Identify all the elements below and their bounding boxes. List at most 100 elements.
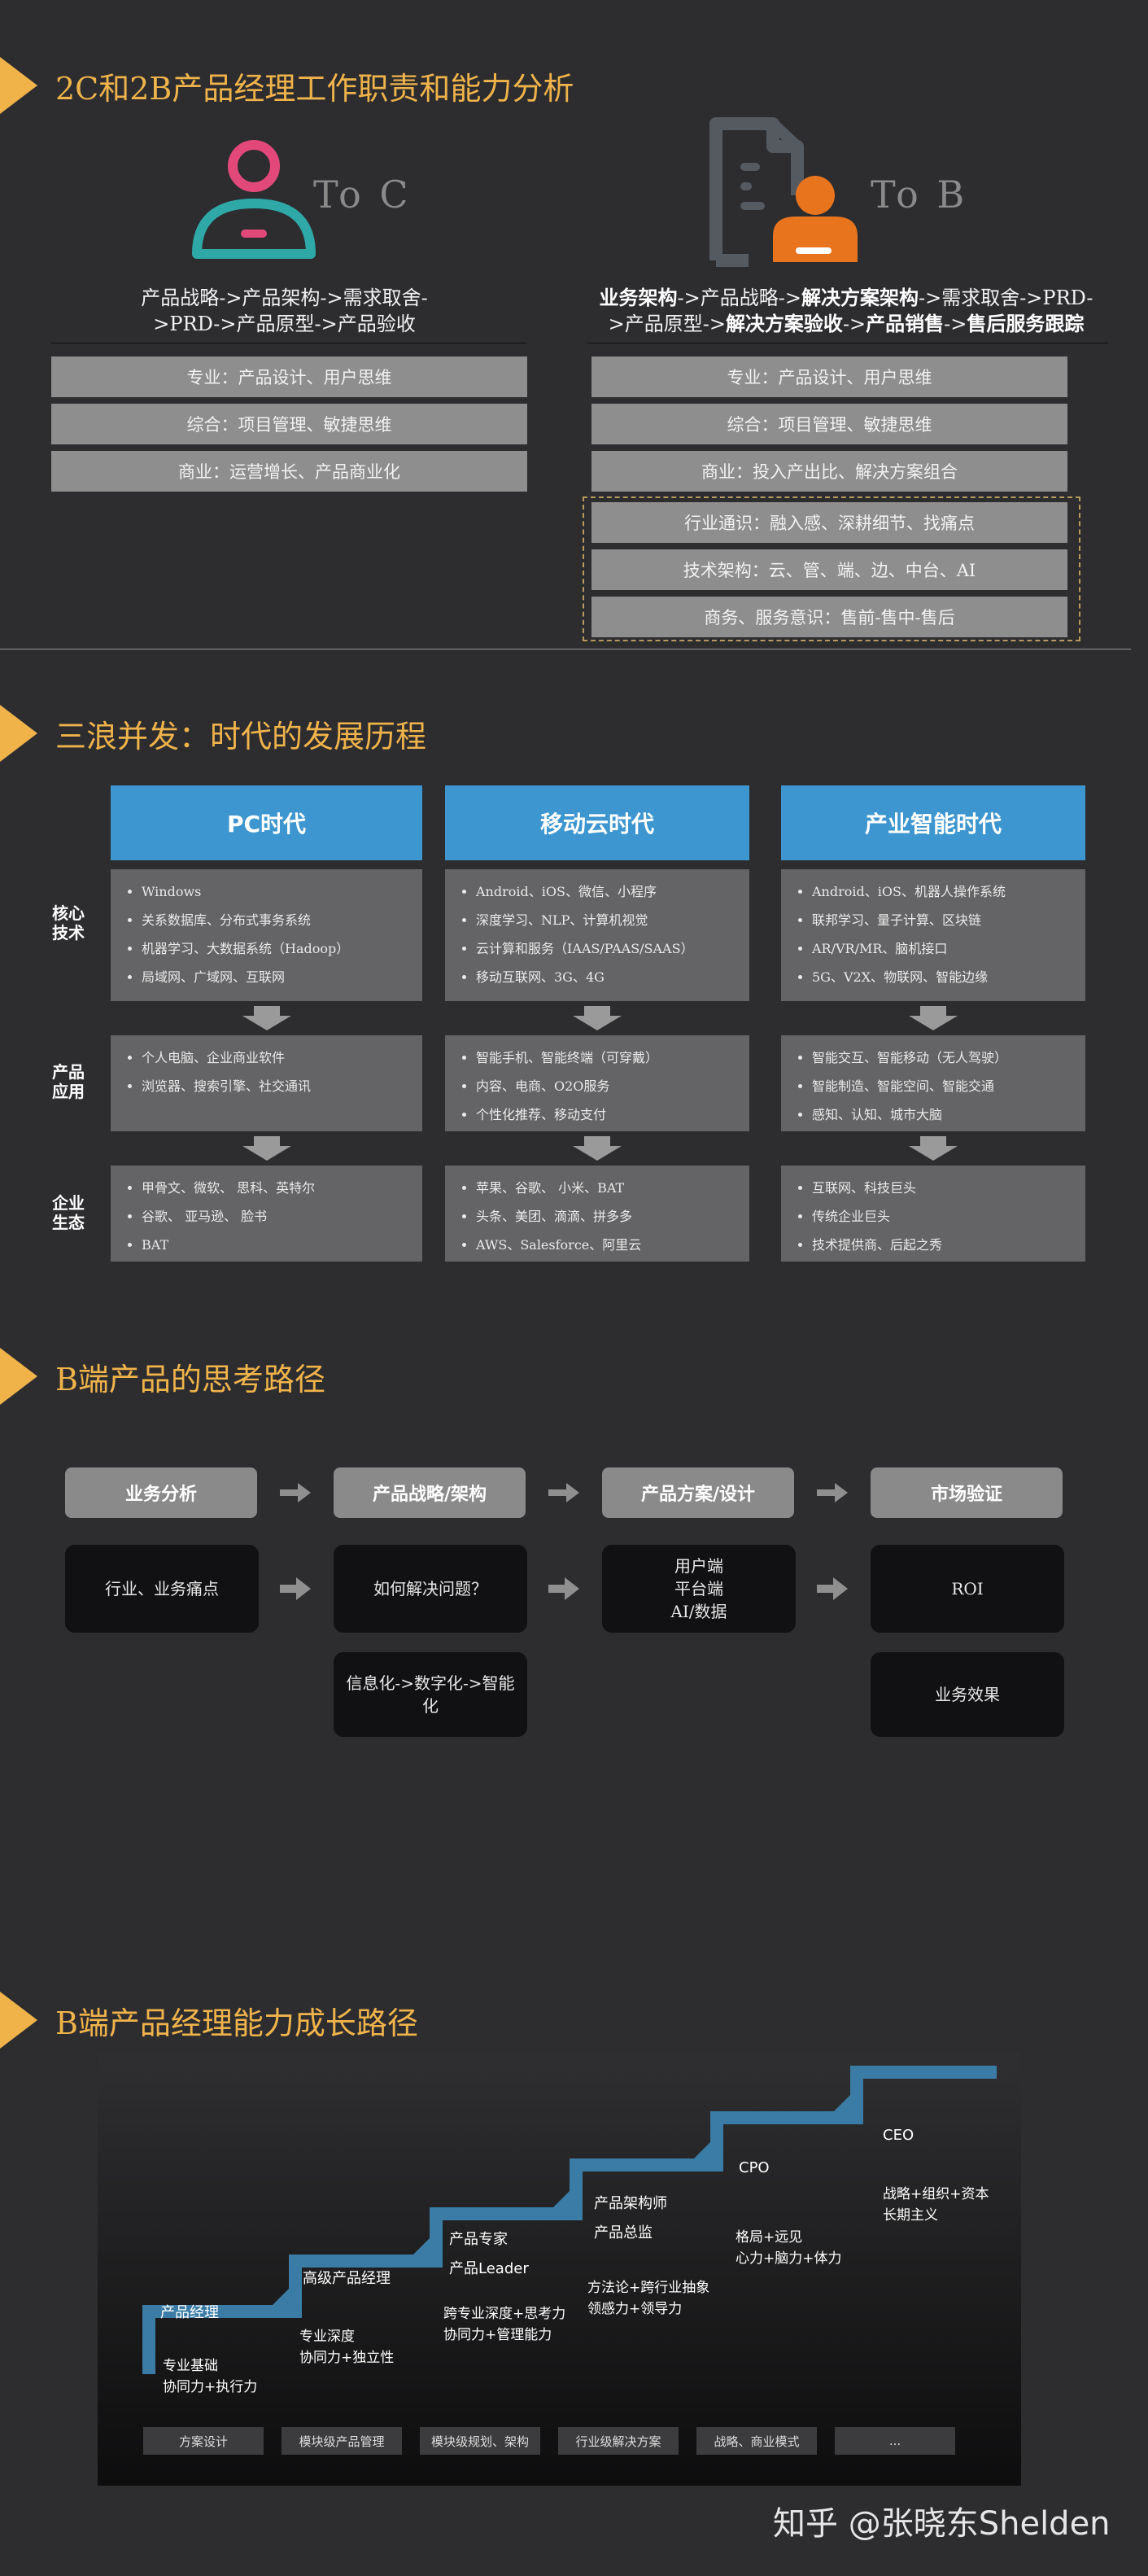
list-item: 个性化推荐、移动支付 [476, 1100, 741, 1129]
step-role-label: 产品专家 产品Leader [449, 2231, 529, 2277]
flow-node: ROI [871, 1545, 1064, 1633]
step-role-label: 产品经理 [160, 2304, 219, 2321]
arrow-right-icon [817, 1483, 848, 1502]
toc-flow: 产品战略->产品架构->需求取舍- >PRD->产品原型->产品验收 [50, 285, 518, 337]
flow-node: 信息化->数字化->智能化 [334, 1652, 527, 1737]
tob-skill-bar: 商业：投入产出比、解决方案组合 [591, 451, 1067, 492]
list-item: 技术提供商、后起之秀 [812, 1231, 1077, 1259]
flow-node: 用户端 平台端 AI/数据 [602, 1545, 796, 1633]
list-item: 谷歌、 亚马逊、 脸书 [142, 1202, 414, 1231]
era-header: 移动云时代 [445, 785, 749, 860]
list-item: 5G、V2X、物联网、智能边缘 [812, 963, 1077, 991]
era-header: PC时代 [111, 785, 422, 860]
growth-path-panel [98, 2053, 1021, 2486]
tob-flow-step: ->需求取舍->PRD- [918, 286, 1093, 309]
era-apps-box: 智能交互、智能移动（无人驾驶）智能制造、智能空间、智能交通感知、认知、城市大脑 [781, 1035, 1085, 1131]
arrow-right-icon [548, 1483, 579, 1502]
list-item: 个人电脑、企业商业软件 [142, 1043, 414, 1072]
toc-skill-bar: 商业：运营增长、产品商业化 [51, 451, 527, 492]
section1-title: 2C和2B产品经理工作职责和能力分析 [55, 70, 574, 107]
list-item: 关系数据库、分布式事务系统 [142, 906, 414, 934]
list-item: 苹果、谷歌、 小米、BAT [476, 1174, 741, 1202]
stage-label: 方案设计 [143, 2427, 264, 2455]
section1-header: 2C和2B产品经理工作职责和能力分析 [0, 57, 574, 114]
step-description: 格局+远见 心力+脑力+体力 [736, 2229, 842, 2267]
arrow-down-icon [573, 1136, 622, 1161]
section3-title: B端产品的思考路径 [55, 1361, 325, 1397]
list-item: 甲骨文、微软、 思科、英特尔 [142, 1174, 414, 1202]
flow-head-market: 市场验证 [871, 1467, 1063, 1518]
flow-head-strategy: 产品战略/架构 [334, 1467, 526, 1518]
era-tech-box: Android、iOS、机器人操作系统联邦学习、量子计算、区块链AR/VR/MR… [781, 869, 1085, 1001]
era-apps-box: 智能手机、智能终端（可穿戴）内容、电商、O2O服务个性化推荐、移动支付 [445, 1035, 749, 1131]
era-tech-box: Windows关系数据库、分布式事务系统机器学习、大数据系统（Hadoop）局域… [111, 869, 422, 1001]
stage-label: 战略、商业模式 [696, 2427, 817, 2455]
flow-node: 行业、业务痛点 [65, 1545, 259, 1633]
tob-flow-key-step: 产品销售 [866, 312, 945, 335]
arrow-right-icon [548, 1577, 579, 1600]
section4-header: B端产品经理能力成长路径 [0, 1992, 418, 2049]
list-item: 智能手机、智能终端（可穿戴） [476, 1043, 741, 1072]
arrow-right-icon [280, 1483, 311, 1502]
section2-title: 三浪并发：时代的发展历程 [55, 718, 427, 754]
tob-label: To B [871, 173, 968, 216]
step-role-label: 产品架构师 产品总监 [594, 2195, 667, 2241]
list-item: Windows [142, 877, 414, 906]
arrow-down-icon [242, 1006, 291, 1030]
row-label-apps: 产品应用 [52, 1062, 85, 1101]
stage-label: 模块级产品管理 [282, 2427, 402, 2455]
era-eco-box: 甲骨文、微软、 思科、英特尔谷歌、 亚马逊、 脸书BAT [111, 1166, 422, 1262]
tob-extra-skill-bar: 商务、服务意识：售前-售中-售后 [591, 597, 1067, 637]
arrow-down-icon [573, 1006, 622, 1030]
list-item: BAT [142, 1231, 414, 1259]
list-item: 内容、电商、O2O服务 [476, 1072, 741, 1100]
tob-skill-bar: 综合：项目管理、敏捷思维 [591, 404, 1067, 444]
business-document-icon [709, 117, 858, 267]
tob-extra-skills-frame [583, 496, 1080, 641]
arrow-right-icon [280, 1577, 311, 1600]
user-icon [192, 140, 316, 259]
step-description: 专业深度 协同力+独立性 [299, 2329, 395, 2366]
section2-header: 三浪并发：时代的发展历程 [0, 705, 426, 762]
section4-title: B端产品经理能力成长路径 [55, 2005, 418, 2041]
toc-label: To C [313, 173, 412, 216]
era-eco-box: 苹果、谷歌、 小米、BAT头条、美团、滴滴、拼多多AWS、Salesforce、… [445, 1166, 749, 1262]
section-marker-icon [0, 1992, 37, 2049]
flow-head-solution: 产品方案/设计 [602, 1467, 794, 1518]
list-item: AR/VR/MR、脑机接口 [812, 934, 1077, 963]
watermark: 知乎 @张晓东Shelden [773, 2505, 1111, 2543]
tob-extra-skill-bar: 行业通识：融入感、深耕细节、找痛点 [591, 502, 1067, 543]
list-item: 联邦学习、量子计算、区块链 [812, 906, 1077, 934]
list-item: 浏览器、搜索引擎、社交通讯 [142, 1072, 414, 1100]
toc-skill-bar: 专业：产品设计、用户思维 [51, 356, 527, 397]
list-item: 局域网、广域网、互联网 [142, 963, 414, 991]
stage-label: ... [835, 2427, 955, 2455]
list-item: Android、iOS、微信、小程序 [476, 877, 741, 906]
stage-label: 行业级解决方案 [558, 2427, 679, 2455]
stage-label: 模块级规划、架构 [420, 2427, 540, 2455]
step-description: 跨专业深度+思考力 协同力+管理能力 [443, 2306, 566, 2343]
list-item: 深度学习、NLP、计算机视觉 [476, 906, 741, 934]
tob-flow-key-step: 业务架构 [599, 286, 678, 309]
step-role-label: CPO [739, 2159, 770, 2176]
list-item: 感知、认知、城市大脑 [812, 1100, 1077, 1129]
arrow-down-icon [909, 1006, 958, 1030]
toc-flow-line2: >PRD->产品原型->产品验收 [153, 313, 416, 335]
staircase-graphic [142, 2066, 997, 2374]
list-item: 智能交互、智能移动（无人驾驶） [812, 1043, 1077, 1072]
list-item: 传统企业巨头 [812, 1202, 1077, 1231]
tob-extra-skill-bar: 技术架构：云、管、端、边、中台、AI [591, 549, 1067, 590]
list-item: 头条、美团、滴滴、拼多多 [476, 1202, 741, 1231]
era-tech-box: Android、iOS、微信、小程序深度学习、NLP、计算机视觉云计算和服务（I… [445, 869, 749, 1001]
tob-skill-bar: 专业：产品设计、用户思维 [591, 356, 1067, 397]
flow-head-business-analysis: 业务分析 [65, 1467, 257, 1518]
list-item: 云计算和服务（IAAS/PAAS/SAAS） [476, 934, 741, 963]
era-header: 产业智能时代 [781, 785, 1085, 860]
tob-flow-key-step: 解决方案验收 [725, 312, 843, 335]
tob-flow-step: ->产品战略-> [677, 286, 801, 309]
step-role-label: CEO [883, 2127, 914, 2144]
list-item: 互联网、科技巨头 [812, 1174, 1077, 1202]
era-apps-box: 个人电脑、企业商业软件浏览器、搜索引擎、社交通讯 [111, 1035, 422, 1131]
arrow-down-icon [242, 1136, 291, 1161]
list-item: 机器学习、大数据系统（Hadoop） [142, 934, 414, 963]
